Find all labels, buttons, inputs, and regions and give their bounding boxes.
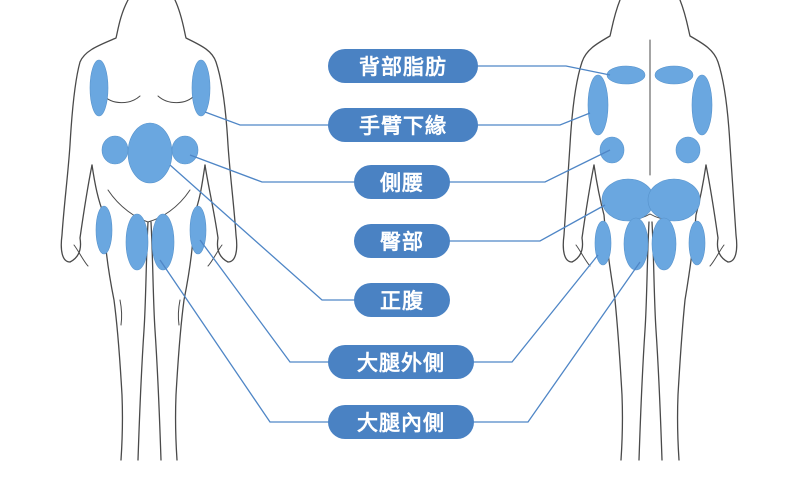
back-fat-left-region: [606, 65, 646, 85]
leader-inner-thigh-front: [159, 259, 330, 423]
label-upper-arm: 手臂下緣: [328, 108, 478, 142]
back-buttock-right-region: [647, 178, 701, 222]
back-upper-arm-right-region: [691, 74, 713, 136]
label-flank: 側腰: [354, 165, 450, 199]
leader-outer-thigh-back: [472, 254, 599, 363]
front-inner-thigh-left-region: [125, 213, 149, 271]
front-flank-left-region: [101, 135, 129, 165]
leader-lines: [159, 65, 641, 423]
label-back-fat: 背部脂肪: [328, 49, 478, 83]
label-buttocks: 臀部: [354, 224, 450, 258]
back-outer-thigh-right-region: [688, 220, 706, 266]
back-fat-right-region: [654, 65, 694, 85]
front-inner-thigh-right-region: [151, 213, 175, 271]
back-flank-right-region: [675, 136, 701, 164]
back-flank-left-region: [599, 136, 625, 164]
leader-back-fat: [476, 65, 611, 76]
back-body-figure: [562, 0, 738, 461]
label-outer-thigh: 大腿外側: [328, 345, 474, 379]
back-target-regions: [587, 65, 713, 271]
front-outer-thigh-left-region: [95, 205, 113, 255]
front-body-figure: [60, 0, 238, 461]
label-inner-thigh: 大腿內側: [328, 405, 474, 439]
leader-abdomen: [169, 164, 356, 301]
back-upper-arm-left-region: [587, 74, 609, 136]
leader-buttocks: [448, 204, 606, 242]
back-outer-thigh-left-region: [594, 220, 612, 266]
front-flank-right-region: [171, 135, 199, 165]
front-outer-thigh-right-region: [189, 205, 207, 255]
front-abdomen-region: [127, 122, 173, 184]
back-inner-thigh-right-region: [651, 217, 677, 271]
back-buttock-left-region: [601, 178, 655, 222]
front-upper-arm-right-region: [191, 59, 211, 117]
label-abdomen: 正腹: [354, 283, 450, 317]
front-target-regions: [89, 59, 211, 271]
leader-upper-arm-front: [204, 111, 330, 126]
leader-upper-arm-back: [476, 112, 591, 126]
back-inner-thigh-left-region: [623, 217, 649, 271]
front-upper-arm-left-region: [89, 59, 109, 117]
leader-flank-back: [448, 149, 611, 183]
leader-outer-thigh-front: [199, 239, 330, 363]
leader-flank-front: [189, 154, 356, 183]
leader-inner-thigh-back: [472, 261, 641, 423]
